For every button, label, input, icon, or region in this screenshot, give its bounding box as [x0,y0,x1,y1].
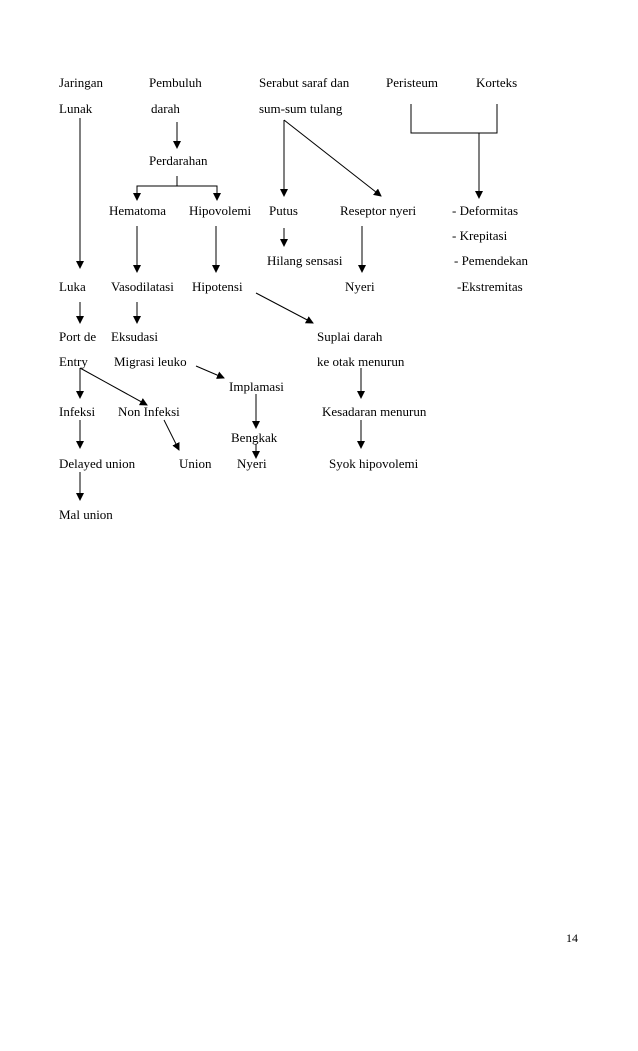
node-jaringan: Jaringan [59,75,104,90]
node-non-infeksi: Non Infeksi [118,404,180,419]
node-infeksi: Infeksi [59,404,96,419]
node-pembuluh: Pembuluh [149,75,202,90]
node-hipotensi: Hipotensi [192,279,243,294]
node-port-de: Port de [59,329,97,344]
node-implamasi: Implamasi [229,379,284,394]
node-serabut: Serabut saraf dan [259,75,350,90]
node-lunak: Lunak [59,101,93,116]
node-otak: ke otak menurun [317,354,405,369]
node-darah: darah [151,101,180,116]
node-sumsum: sum-sum tulang [259,101,343,116]
node-delayed-union: Delayed union [59,456,136,471]
arrow-entry-noninfeksi [79,367,148,406]
node-luka: Luka [59,279,86,294]
node-perdarahan: Perdarahan [149,153,208,168]
node-nyeri-2: Nyeri [237,456,267,471]
node-hematoma: Hematoma [109,203,167,218]
node-mal-union: Mal union [59,507,113,522]
node-krepitasi: - Krepitasi [452,228,508,243]
bracket-perdarahan-h [136,185,218,196]
arrow-noninfeksi-union [163,419,180,451]
node-hilang-sensasi: Hilang sensasi [267,253,343,268]
node-migrasi: Migrasi leuko [114,354,187,369]
node-suplai: Suplai darah [317,329,383,344]
node-deformitas: - Deformitas [452,203,519,218]
node-union: Union [179,456,212,471]
node-reseptor: Reseptor nyeri [340,203,417,218]
node-vasodilatasi: Vasodilatasi [111,279,174,294]
node-nyeri: Nyeri [345,279,375,294]
arrow-migrasi-implamasi [195,365,225,379]
node-entry: Entry [59,354,88,369]
node-putus: Putus [269,203,298,218]
arrow-serabut-reseptor [283,119,382,197]
node-eksudasi: Eksudasi [111,329,158,344]
arrow-hipotensi-suplai [255,292,314,324]
node-peristeum: Peristeum [386,75,438,90]
node-kesadaran: Kesadaran menurun [322,404,427,419]
node-hipovolemi: Hipovolemi [189,203,252,218]
bracket-peristeum-korteks [410,104,498,134]
node-pemendekan: - Pemendekan [454,253,529,268]
node-korteks: Korteks [476,75,518,90]
page-number: 14 [566,931,578,945]
node-ekstremitas: -Ekstremitas [457,279,523,294]
node-syok: Syok hipovolemi [329,456,419,471]
node-bengkak: Bengkak [231,430,278,445]
